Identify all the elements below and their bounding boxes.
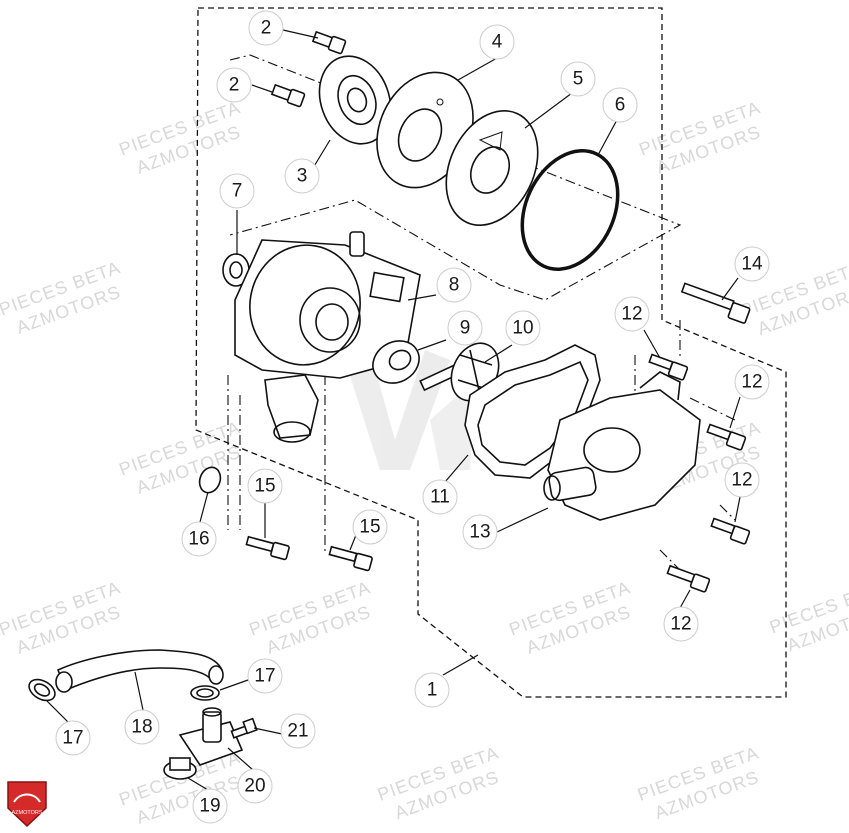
callout-16: 16 — [181, 521, 217, 557]
hose-end-left — [55, 671, 73, 693]
svg-text:21: 21 — [287, 721, 308, 742]
svg-text:4: 4 — [492, 32, 503, 53]
callout-3: 3 — [284, 158, 320, 194]
callout-4: 4 — [479, 24, 515, 60]
leader-lines — [45, 29, 741, 791]
cover-group-outline — [229, 54, 682, 301]
svg-text:16: 16 — [188, 529, 209, 550]
svg-text:10: 10 — [512, 318, 533, 339]
callout-17-left: 17 — [55, 720, 91, 756]
screw-part-2-top — [311, 30, 347, 55]
callout-1: 1 — [414, 672, 450, 708]
callout-18: 18 — [124, 709, 160, 745]
svg-text:19: 19 — [199, 796, 220, 817]
callout-13: 13 — [462, 514, 498, 550]
callout-12-right-upper: 12 — [734, 364, 770, 400]
bearing-part-9 — [372, 340, 420, 384]
pump-cover-part-3 — [318, 55, 392, 145]
callout-2-lower: 2 — [216, 67, 252, 103]
hose-end-right — [208, 665, 224, 685]
bolt-part-12-right-upper — [706, 423, 747, 451]
svg-text:12: 12 — [670, 614, 691, 635]
logo-text: AZMOTORS — [11, 810, 42, 816]
svg-text:15: 15 — [359, 517, 380, 538]
svg-text:15: 15 — [254, 476, 275, 497]
svg-text:17: 17 — [62, 728, 83, 749]
thermostat-housing-part-20 — [178, 707, 244, 766]
long-bolt-part-14 — [680, 282, 751, 324]
svg-text:9: 9 — [460, 318, 471, 339]
rear-cover-part-13 — [543, 371, 701, 521]
callout-9: 9 — [447, 310, 483, 346]
hose-clamp-part-17-left — [28, 678, 56, 702]
svg-text:12: 12 — [741, 372, 762, 393]
svg-text:2: 2 — [229, 75, 240, 96]
callout-11: 11 — [422, 479, 458, 515]
hose-clamp-part-17-right — [190, 685, 220, 701]
callout-12-top: 12 — [614, 296, 650, 332]
svg-text:8: 8 — [449, 275, 460, 296]
callout-12-bottom: 12 — [663, 606, 699, 642]
bolt-part-15-right — [328, 545, 373, 572]
callout-21: 21 — [280, 713, 316, 749]
svg-text:17: 17 — [254, 666, 275, 687]
rear-cover-outline — [634, 320, 736, 581]
o-ring-part-16 — [198, 466, 222, 494]
gasket-part-5 — [445, 109, 539, 227]
callout-5: 5 — [560, 61, 596, 97]
pump-assembly-outline — [195, 7, 787, 698]
svg-text:1: 1 — [427, 680, 438, 701]
callout-6: 6 — [602, 87, 638, 123]
thermostat-part-19 — [163, 757, 197, 780]
svg-text:7: 7 — [232, 181, 243, 202]
svg-text:5: 5 — [573, 69, 584, 90]
callout-15-right: 15 — [352, 509, 388, 545]
svg-text:13: 13 — [469, 522, 490, 543]
svg-text:3: 3 — [297, 166, 308, 187]
o-ring-part-6 — [520, 149, 620, 271]
screw-part-2-lower — [270, 83, 306, 108]
callout-14: 14 — [734, 246, 770, 282]
svg-text:18: 18 — [131, 717, 152, 738]
bolt-part-12-bottom — [666, 564, 711, 593]
callout-15-left: 15 — [247, 468, 283, 504]
azmotors-logo: AZMOTORS — [7, 781, 47, 828]
svg-text:20: 20 — [244, 776, 265, 797]
bolt-part-12-top — [648, 353, 689, 381]
bolt-part-12-right-lower — [710, 517, 751, 545]
svg-text:12: 12 — [621, 304, 642, 325]
pump-housing-part-8 — [234, 231, 421, 443]
callout-2-top: 2 — [248, 10, 284, 46]
callout-7: 7 — [219, 173, 255, 209]
svg-text:12: 12 — [731, 470, 752, 491]
svg-text:6: 6 — [615, 95, 626, 116]
callout-19: 19 — [192, 788, 228, 824]
bolt-part-15-left — [245, 535, 290, 561]
svg-text:14: 14 — [741, 254, 763, 275]
callout-10: 10 — [505, 310, 541, 346]
callout-12-right-lower: 12 — [724, 462, 760, 498]
housing-axis-outline — [227, 375, 326, 552]
svg-text:2: 2 — [261, 18, 272, 39]
svg-text:11: 11 — [430, 487, 450, 508]
callout-20: 20 — [237, 768, 273, 804]
bolt-part-21 — [230, 717, 258, 739]
callout-17-right: 17 — [247, 658, 283, 694]
hose-part-18 — [56, 649, 224, 692]
callout-8: 8 — [436, 267, 472, 303]
